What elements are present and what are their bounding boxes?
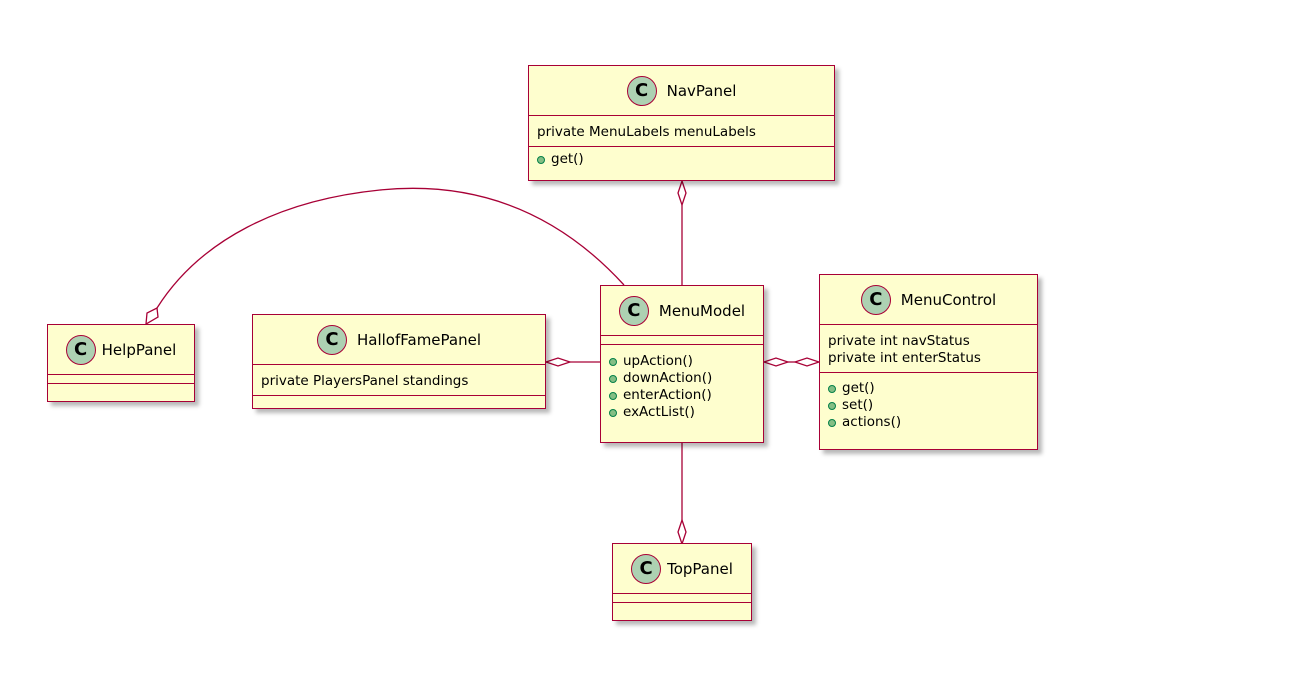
aggregation-diamond-navpanel (677, 178, 687, 208)
class-name: HallofFamePanel (356, 330, 481, 349)
class-menucontrol[interactable]: C MenuControl private int navStatus priv… (819, 274, 1038, 450)
class-name: MenuModel (658, 301, 746, 320)
class-stereotype-icon: C (860, 284, 891, 315)
class-attribute: private int navStatus (828, 333, 970, 349)
class-operation: enterAction() (609, 387, 755, 404)
public-method-icon (609, 357, 617, 366)
public-method-icon (537, 155, 545, 164)
aggregation-diamond-halloffamepanel (543, 357, 573, 367)
class-name: NavPanel (666, 81, 737, 100)
class-name: HelpPanel (101, 340, 177, 359)
aggregation-diamond-helppanel (145, 307, 159, 326)
class-operation: exActList() (609, 404, 755, 421)
public-method-icon (828, 384, 836, 393)
public-method-icon (828, 401, 836, 410)
class-name: TopPanel (667, 559, 733, 578)
class-stereotype-icon: C (626, 75, 657, 106)
class-stereotype-icon: C (316, 324, 347, 355)
aggregation-diamond-toppanel (677, 517, 687, 547)
class-menumodel[interactable]: C MenuModel upAction() downAction() ente… (600, 285, 764, 443)
class-navpanel[interactable]: C NavPanel private MenuLabels menuLabels… (528, 65, 835, 181)
aggregation-diamond-menucontrol-side (792, 357, 822, 367)
public-method-icon (609, 408, 617, 417)
public-method-icon (609, 374, 617, 383)
class-stereotype-icon: C (65, 334, 96, 365)
class-operation: set() (828, 397, 1029, 414)
class-halloffamepanel[interactable]: C HallofFamePanel private PlayersPanel s… (252, 314, 546, 409)
class-name: MenuControl (900, 290, 997, 309)
class-operation: upAction() (609, 353, 755, 370)
class-attribute: private PlayersPanel standings (261, 373, 469, 389)
class-stereotype-icon: C (631, 553, 662, 584)
public-method-icon (609, 391, 617, 400)
class-attribute: private MenuLabels menuLabels (537, 124, 756, 140)
aggregation-diamond-menumodel-side (761, 357, 791, 367)
class-helppanel[interactable]: C HelpPanel (47, 324, 195, 402)
class-operation: get() (537, 151, 826, 168)
class-toppanel[interactable]: C TopPanel (612, 543, 752, 621)
class-stereotype-icon: C (618, 295, 649, 326)
edge-menumodel-helppanel (156, 187, 625, 309)
class-operation: get() (828, 380, 1029, 397)
class-operation: downAction() (609, 370, 755, 387)
class-operation: actions() (828, 414, 1029, 431)
class-attribute: private int enterStatus (828, 350, 981, 366)
public-method-icon (828, 418, 836, 427)
